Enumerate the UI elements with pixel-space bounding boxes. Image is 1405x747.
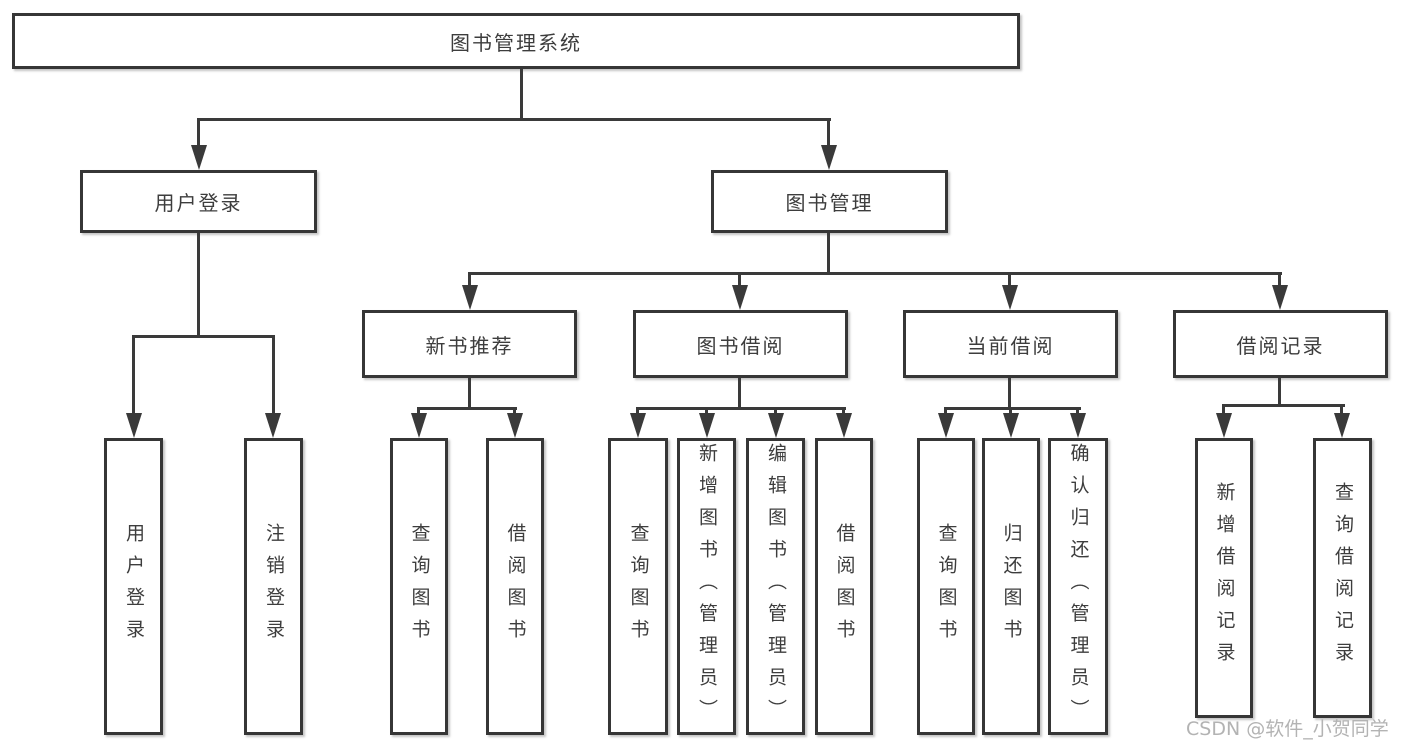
arrow-down-icon — [462, 285, 478, 310]
node-user-login: 用户登录 — [80, 170, 317, 233]
node-book-management: 图书管理 — [711, 170, 948, 233]
leaf-edit-books-admin: 编辑图书（管理员） — [746, 438, 805, 735]
arrow-down-icon — [1272, 285, 1288, 310]
connector-drop — [1222, 404, 1225, 414]
connector-drop — [842, 407, 845, 414]
arrow-down-icon — [1070, 413, 1086, 438]
connector-book-mgmt-stub — [827, 233, 830, 275]
connector-drop-borrow — [738, 272, 741, 286]
connector-current-bar — [944, 407, 1081, 410]
leaf-user-login: 用户登录 — [104, 438, 163, 735]
arrow-down-icon — [836, 413, 852, 438]
connector-new-book-stub — [468, 378, 471, 410]
connector-current-stub — [1008, 378, 1011, 410]
node-borrow-records: 借阅记录 — [1173, 310, 1388, 378]
connector-drop — [705, 407, 708, 414]
arrow-down-icon — [507, 413, 523, 438]
arrow-down-icon — [732, 285, 748, 310]
connector-user-login-bar — [132, 335, 275, 338]
connector-drop — [417, 407, 420, 414]
connector-drop-current — [1008, 272, 1011, 286]
arrow-down-icon — [821, 145, 837, 170]
connector-drop-leaf-user-login — [132, 335, 135, 413]
connector-root-stub — [520, 69, 523, 118]
connector-drop-leaf-logout — [272, 335, 275, 413]
leaf-logout: 注销登录 — [244, 438, 303, 735]
connector-drop — [636, 407, 639, 414]
csdn-watermark: CSDN @软件_小贺同学 — [1186, 718, 1389, 740]
arrow-down-icon — [126, 413, 142, 438]
leaf-confirm-return-admin: 确认归还（管理员） — [1048, 438, 1108, 735]
connector-drop — [1076, 407, 1079, 414]
connector-level3-bar — [468, 272, 1282, 275]
arrow-down-icon — [938, 413, 954, 438]
leaf-borrow-books-newbook: 借阅图书 — [486, 438, 544, 735]
leaf-add-books-admin: 新增图书（管理员） — [677, 438, 736, 735]
connector-drop-new-book — [468, 272, 471, 286]
connector-drop — [944, 407, 947, 414]
arrow-down-icon — [1003, 413, 1019, 438]
leaf-query-books-borrow: 查询图书 — [608, 438, 668, 735]
connector-drop-book-mgmt — [827, 118, 830, 146]
node-current-borrow: 当前借阅 — [903, 310, 1118, 378]
connector-borrow-stub — [738, 378, 741, 410]
leaf-query-borrow-record: 查询借阅记录 — [1313, 438, 1372, 718]
connector-records-stub — [1278, 378, 1281, 407]
arrow-down-icon — [1002, 285, 1018, 310]
connector-drop — [513, 407, 516, 414]
leaf-return-books: 归还图书 — [982, 438, 1040, 735]
connector-drop-records — [1278, 272, 1281, 286]
leaf-query-books-current: 查询图书 — [917, 438, 975, 735]
leaf-query-books-newbook: 查询图书 — [390, 438, 448, 735]
arrow-down-icon — [265, 413, 281, 438]
node-new-book-recommend: 新书推荐 — [362, 310, 577, 378]
arrow-down-icon — [1334, 413, 1350, 438]
arrow-down-icon — [699, 413, 715, 438]
connector-borrow-bar — [636, 407, 846, 410]
connector-new-book-bar — [417, 407, 517, 410]
connector-level2-bar — [197, 118, 831, 121]
connector-drop — [774, 407, 777, 414]
connector-drop-user-login — [197, 118, 200, 146]
arrow-down-icon — [768, 413, 784, 438]
node-book-borrow: 图书借阅 — [633, 310, 848, 378]
leaf-add-borrow-record: 新增借阅记录 — [1195, 438, 1253, 718]
arrow-down-icon — [630, 413, 646, 438]
arrow-down-icon — [411, 413, 427, 438]
connector-drop — [1340, 404, 1343, 414]
connector-records-bar — [1222, 404, 1345, 407]
arrow-down-icon — [1216, 413, 1232, 438]
connector-user-login-stub — [197, 233, 200, 338]
leaf-borrow-books: 借阅图书 — [815, 438, 873, 735]
node-library-management-system: 图书管理系统 — [12, 13, 1020, 69]
arrow-down-icon — [191, 145, 207, 170]
connector-drop — [1009, 407, 1012, 414]
